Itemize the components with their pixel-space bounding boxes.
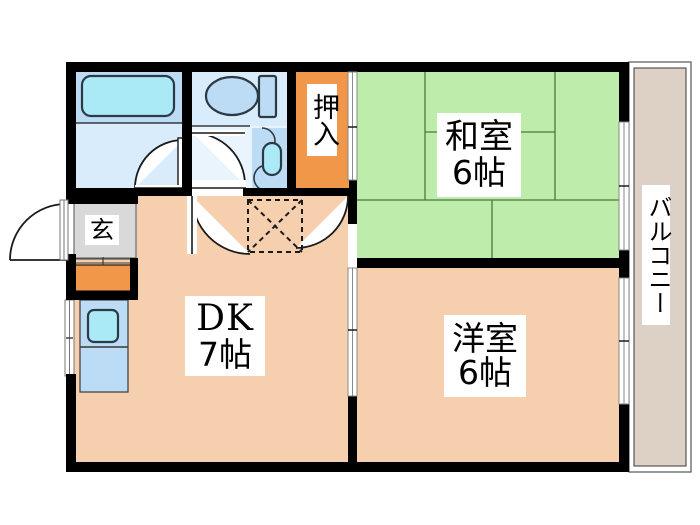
entrance-door [9,199,69,261]
toilet-door [190,130,246,190]
sliding-door-dk-washitsu [347,71,358,181]
overhead-storage-icon [247,199,303,253]
shoebox-sliding-line [72,257,134,265]
washbasin-icon [252,127,287,191]
oshiire-closet [296,68,349,190]
kitchen-sink-icon [79,299,129,393]
balcony-area [628,61,692,473]
toilet-area [190,68,287,191]
walls [66,62,629,472]
shoe-box-icon [71,257,135,292]
kitchen-window [64,299,75,377]
hall-doors [187,195,349,255]
washitsu-floor [357,68,619,258]
toilet-icon [204,75,260,117]
toilet-tank-icon [257,74,278,119]
genkan-area [73,199,137,259]
sliding-window-yoshitsu [618,277,630,405]
sliding-window-washitsu [618,121,630,251]
bathtub-icon [80,74,176,118]
yoshitsu-floor [357,268,619,464]
tatami-mat-lines [357,68,619,258]
bathroom-area [74,68,188,191]
sliding-door-dk-yoshitsu [347,267,358,397]
